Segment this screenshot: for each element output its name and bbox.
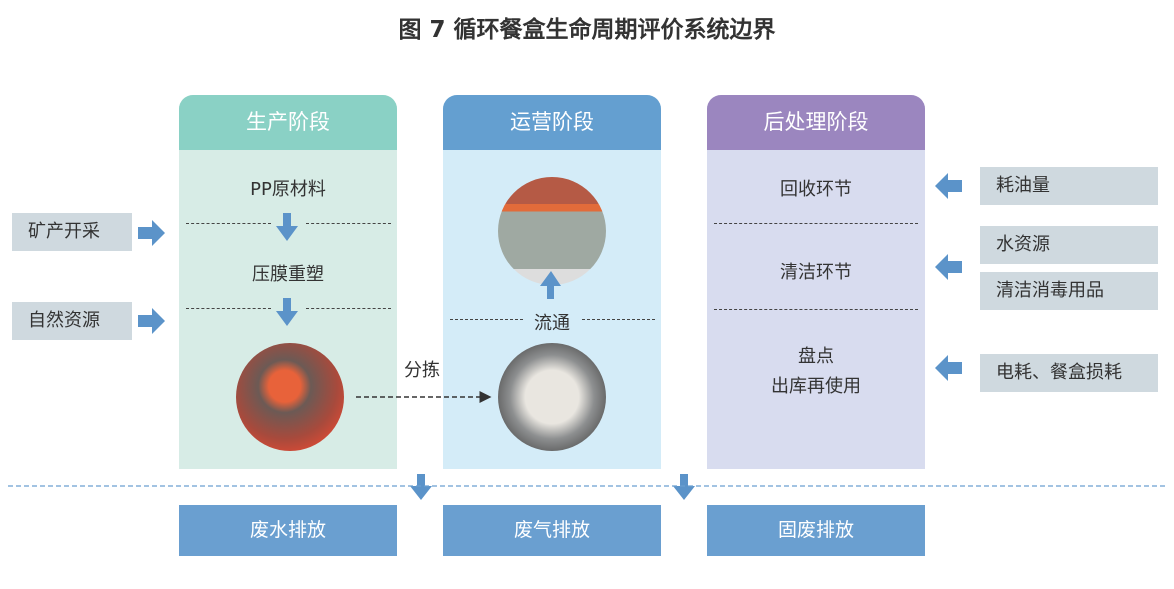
output-exhaust: 废气排放 <box>443 505 661 556</box>
divider <box>186 223 271 224</box>
step-pp-raw: PP原材料 <box>250 179 326 200</box>
step-inventory: 盘点 <box>798 346 834 367</box>
sorting-worker-photo <box>236 343 344 451</box>
step-reuse: 出库再使用 <box>771 376 861 397</box>
divider <box>450 319 523 320</box>
output-wastewater: 废水排放 <box>179 505 397 556</box>
step-recycle: 回收环节 <box>780 179 852 200</box>
delivery-truck-photo <box>498 343 606 451</box>
input-detergent: 清洁消毒用品 <box>980 272 1158 310</box>
step-clean: 清洁环节 <box>780 262 852 283</box>
arrow-down-icon <box>276 213 298 241</box>
arrow-left-icon <box>935 254 962 280</box>
production-header: 生产阶段 <box>179 95 397 150</box>
arrow-right-icon <box>138 308 165 334</box>
divider <box>306 223 391 224</box>
arrow-down-icon <box>673 474 695 500</box>
arrow-up-icon <box>540 271 561 299</box>
step-film-remold: 压膜重塑 <box>252 264 324 285</box>
arrow-down-icon <box>276 298 298 326</box>
divider <box>306 308 391 309</box>
post-processing-stage: 后处理阶段 <box>707 95 925 469</box>
input-electricity-loss: 电耗、餐盒损耗 <box>980 354 1158 392</box>
figure-title: 图 7 循环餐盒生命周期评价系统边界 <box>398 17 776 43</box>
input-mining: 矿产开采 <box>12 213 132 251</box>
input-natural-resources: 自然资源 <box>12 302 132 340</box>
divider <box>714 223 918 224</box>
arrow-right-icon <box>138 220 165 246</box>
operation-header: 运营阶段 <box>443 95 661 150</box>
locker-photo <box>498 177 606 285</box>
input-fuel: 耗油量 <box>980 167 1158 205</box>
arrow-left-icon <box>935 355 962 381</box>
output-solid-waste: 固废排放 <box>707 505 925 556</box>
arrow-left-icon <box>935 173 962 199</box>
divider <box>714 309 918 310</box>
sort-label: 分拣 <box>404 360 440 381</box>
production-stage: 生产阶段 <box>179 95 397 469</box>
input-water: 水资源 <box>980 226 1158 264</box>
divider <box>186 308 271 309</box>
post-header: 后处理阶段 <box>707 95 925 150</box>
divider <box>582 319 655 320</box>
arrow-down-icon <box>410 474 432 500</box>
flow-label: 流通 <box>534 313 570 334</box>
